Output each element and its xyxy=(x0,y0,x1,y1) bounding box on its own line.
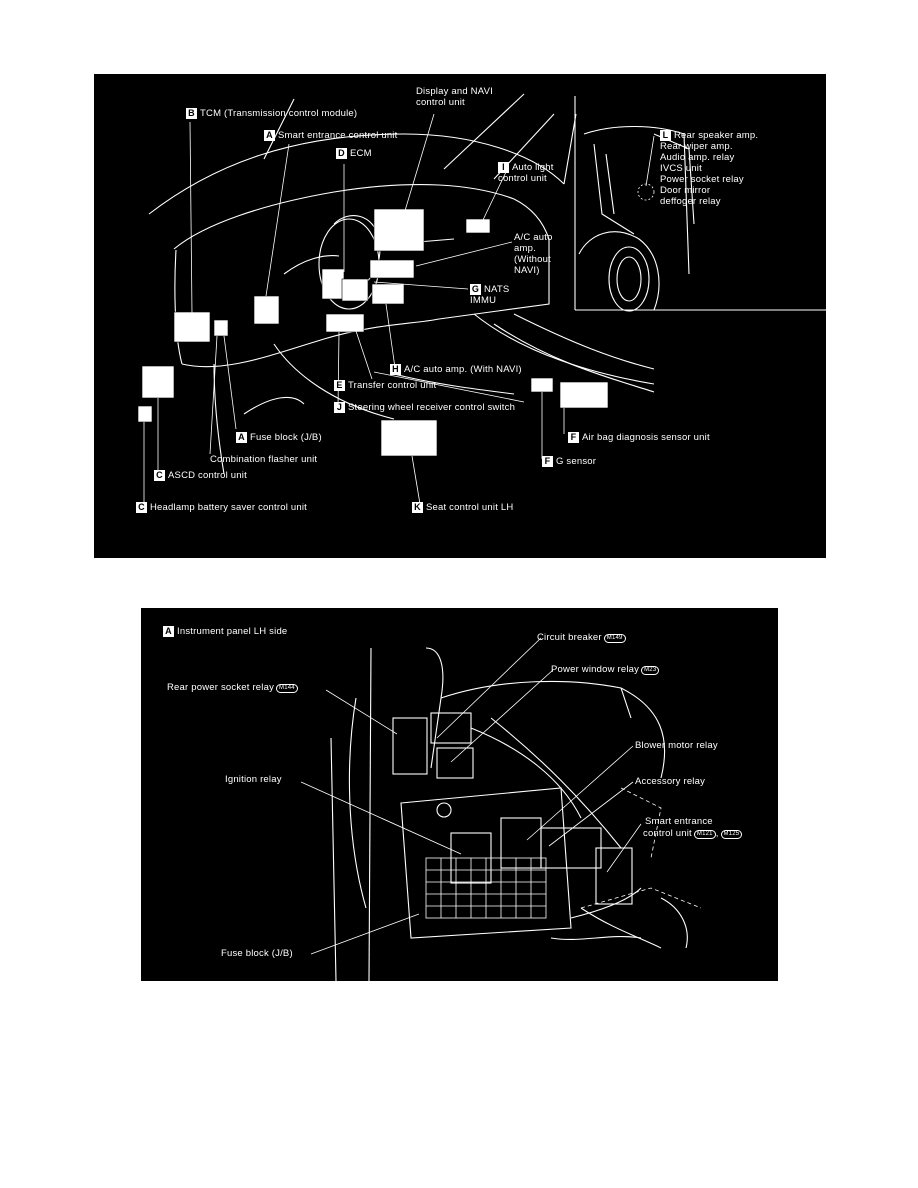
badge-k: K xyxy=(412,502,423,513)
badge-j: J xyxy=(334,402,345,413)
smart-entrance-label: Smart entrance xyxy=(645,816,713,827)
ignition-relay-label: Ignition relay xyxy=(225,774,282,785)
badge-g: G xyxy=(470,284,481,295)
badge-a: A xyxy=(264,130,275,141)
connector-badge: M149 xyxy=(603,634,626,643)
display-navi-label: Display and NAVI control unit xyxy=(416,86,493,108)
badge-h: H xyxy=(390,364,401,375)
fuse-block-label: Fuse block (J/B) xyxy=(221,948,293,959)
badge-l: L xyxy=(660,130,671,141)
badge-d: D xyxy=(336,148,347,159)
connector-badge: M125 xyxy=(720,830,743,839)
fuse-rows xyxy=(425,857,547,919)
badge-b: B xyxy=(186,108,197,119)
badge-c: C xyxy=(154,470,165,481)
connector-badge: M121 xyxy=(693,830,716,839)
connector-badge: M144 xyxy=(276,684,298,693)
badge-i: I xyxy=(498,162,509,173)
connector-badge: M23 xyxy=(641,666,660,675)
ac-auto-without-navi-label: A/C auto amp. (Without NAVI) xyxy=(514,232,553,276)
badge-a: A xyxy=(236,432,247,443)
badge-f: F xyxy=(568,432,579,443)
badge-e: E xyxy=(334,380,345,391)
badge-c: C xyxy=(136,502,147,513)
accessory-relay-label: Accessory relay xyxy=(635,776,706,787)
badge-f: F xyxy=(542,456,553,467)
badge-a: A xyxy=(163,626,174,637)
dashboard-line-art xyxy=(137,93,826,505)
blower-motor-relay-label: Blower motor relay xyxy=(635,740,718,751)
relay-area-line-art xyxy=(300,637,702,981)
combination-flasher-label: Combination flasher unit xyxy=(210,454,318,465)
